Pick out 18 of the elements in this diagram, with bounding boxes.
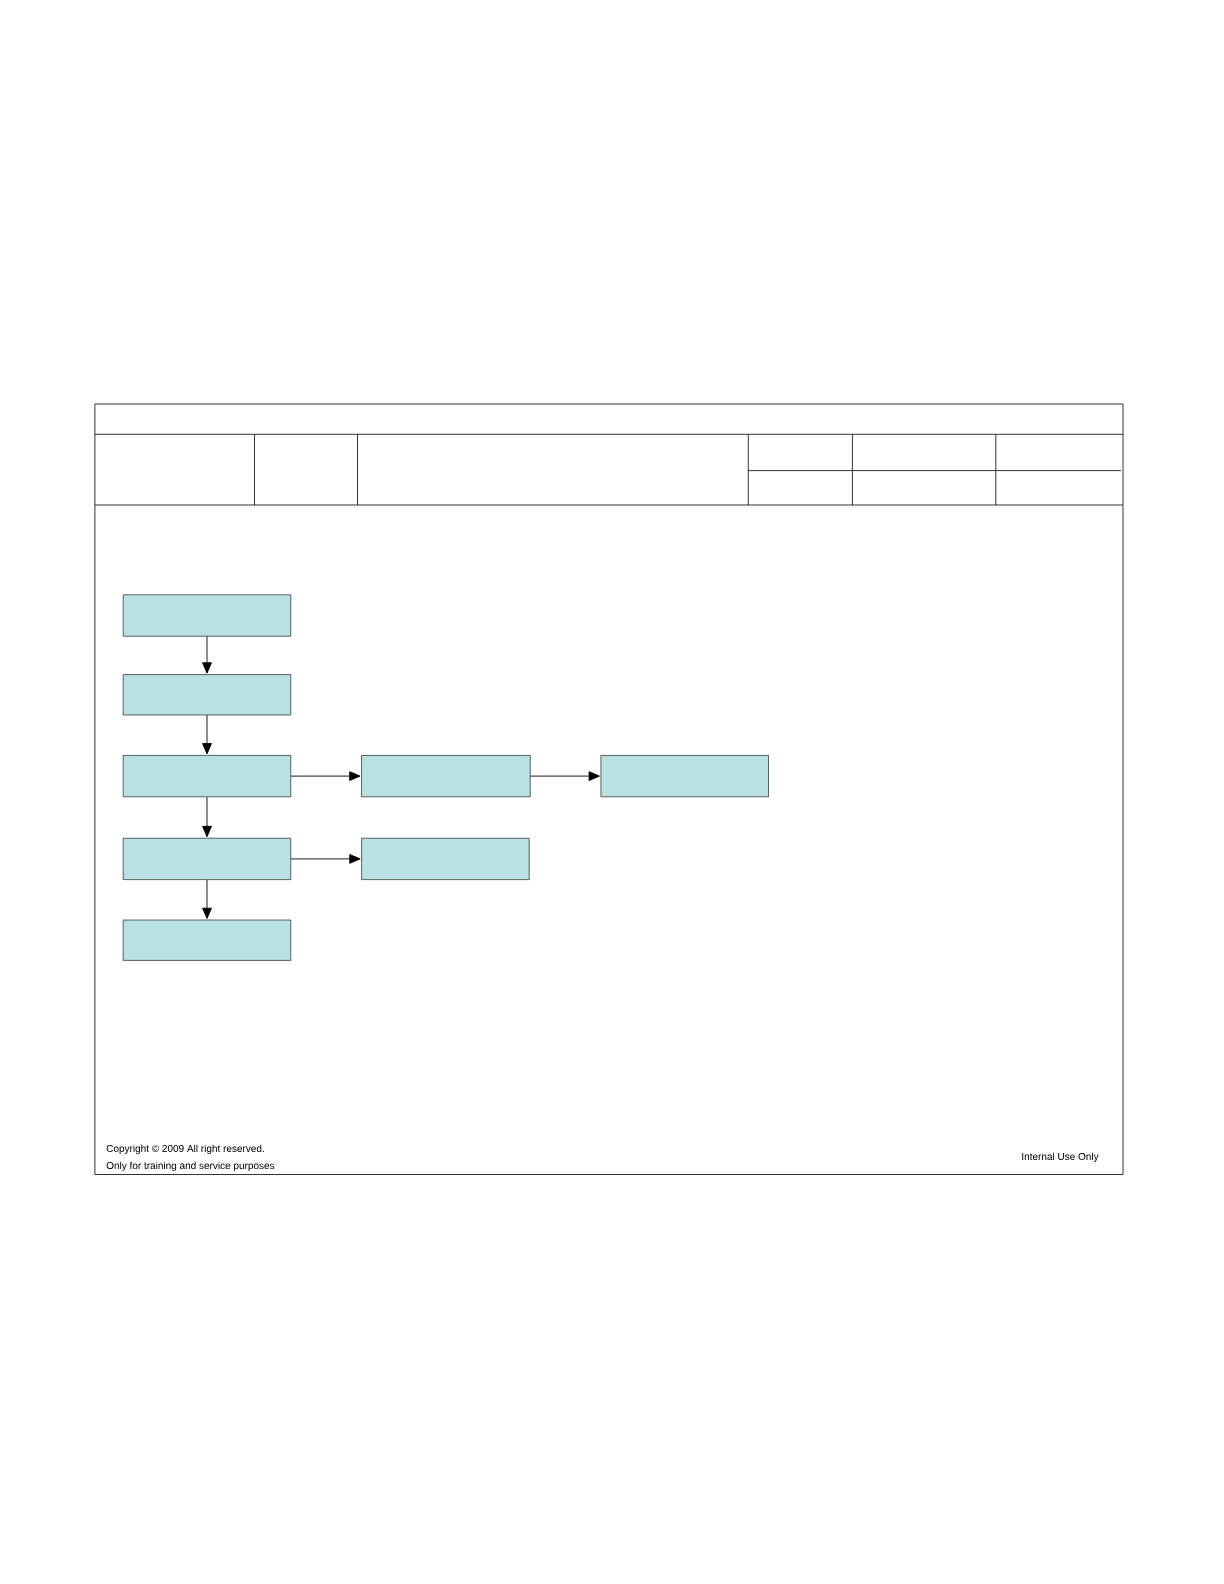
arrow	[202, 796, 212, 838]
arrow	[290, 771, 361, 781]
process-box	[122, 674, 292, 716]
arrow	[202, 636, 212, 674]
arrow	[202, 879, 212, 919]
process-box	[122, 594, 292, 637]
process-box	[122, 919, 292, 961]
process-box	[600, 755, 769, 798]
footer-note: Only for training and service purposes	[106, 1161, 275, 1172]
process-box	[122, 755, 292, 798]
process-box	[361, 755, 531, 798]
footer-note: Internal Use Only	[1022, 1152, 1099, 1162]
footer-note: Copyright © 2009 All right reserved.	[106, 1144, 264, 1154]
process-box	[361, 837, 530, 880]
process-box	[122, 837, 292, 880]
arrow	[290, 854, 361, 864]
arrow	[202, 714, 212, 755]
arrow	[530, 771, 600, 781]
